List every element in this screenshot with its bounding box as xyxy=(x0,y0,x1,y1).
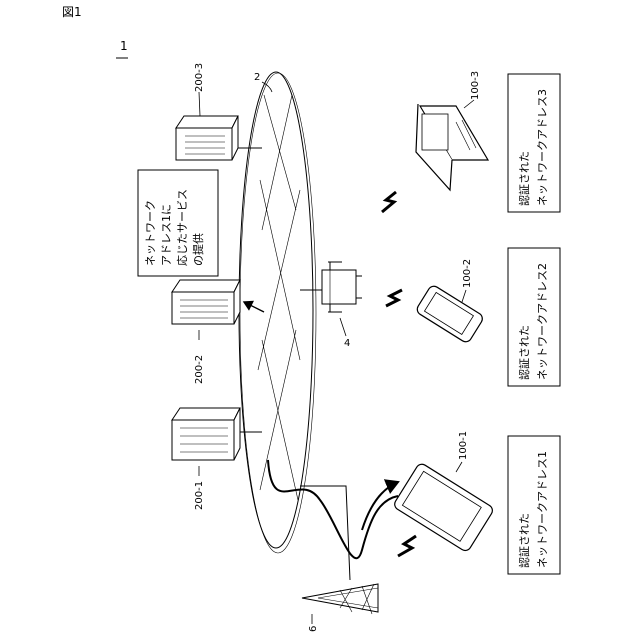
auth-box-2-line1: 認証された xyxy=(517,325,531,380)
laptop-100-3-ref: 100-3 xyxy=(470,71,481,100)
access-point xyxy=(300,262,362,312)
auth-box-1-line1: 認証された xyxy=(517,513,531,568)
access-point-ref: 4 xyxy=(344,338,350,349)
service-callout-line1: ネットワーク xyxy=(144,200,157,266)
cell-tower xyxy=(302,584,378,614)
wireless-signal-icon xyxy=(398,536,416,556)
wireless-signal-icon xyxy=(386,290,402,306)
auth-box-2: 認証された ネットワークアドレス2 xyxy=(508,248,560,386)
service-callout-line2: アドレス1に xyxy=(160,204,173,266)
server-200-2-ref: 200-2 xyxy=(194,355,205,384)
service-arrow xyxy=(244,302,264,312)
auth-box-1: 認証された ネットワークアドレス1 xyxy=(508,436,560,574)
server-200-2 xyxy=(172,280,240,324)
auth-box-2-line2: ネットワークアドレス2 xyxy=(536,263,549,380)
auth-box-3: 認証された ネットワークアドレス3 xyxy=(508,74,560,212)
laptop-100-3 xyxy=(416,104,488,190)
server-200-1-ref: 200-1 xyxy=(194,481,205,510)
server-200-3-ref: 200-3 xyxy=(194,63,205,92)
tablet-100-1 xyxy=(392,462,494,553)
server-200-1 xyxy=(172,408,262,460)
figure-label: 図1 xyxy=(62,5,82,19)
smartphone-100-2 xyxy=(415,284,485,344)
smartphone-100-2-ref: 100-2 xyxy=(462,259,473,288)
tower-ref: 6 xyxy=(308,626,319,632)
network-ellipse xyxy=(239,72,316,553)
auth-box-3-line2: ネットワークアドレス3 xyxy=(536,89,549,206)
tablet-100-1-ref: 100-1 xyxy=(458,431,469,460)
connection-path xyxy=(268,460,398,558)
auth-box-3-line1: 認証された xyxy=(517,151,531,206)
network-ref: 2 xyxy=(254,72,260,83)
service-callout-line4: の提供 xyxy=(191,233,205,266)
system-ref: 1 xyxy=(120,39,128,53)
wireless-signal-icon xyxy=(382,192,396,212)
service-callout: ネットワーク アドレス1に 応じたサービス の提供 xyxy=(138,170,218,276)
auth-box-1-line2: ネットワークアドレス1 xyxy=(536,451,549,568)
server-200-3 xyxy=(176,116,262,160)
service-callout-line3: 応じたサービス xyxy=(175,189,189,266)
